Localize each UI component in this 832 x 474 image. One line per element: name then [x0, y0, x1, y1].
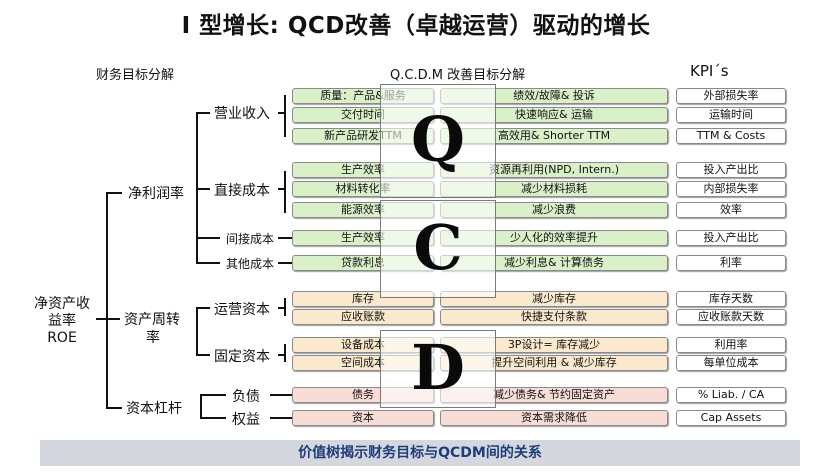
- root-bracket-line: [106, 192, 108, 408]
- level2-direct-cost: 直接成本: [214, 183, 270, 199]
- level2-indirect-cost: 间接成本: [226, 232, 275, 246]
- equity-box-connector: [270, 417, 292, 419]
- net-profit-bracket-mid2: [196, 237, 220, 239]
- header-qcdm: Q.C.D.M 改善目标分解: [390, 68, 526, 83]
- level1-net-profit: 净利润率: [128, 186, 184, 202]
- root-connector: [96, 318, 106, 320]
- row-13-right: 减少债务& 节约固定资产: [440, 387, 668, 403]
- leverage-bracket-bottom: [200, 417, 226, 419]
- asset-bracket-top: [196, 307, 210, 309]
- root-line-1: 净资产收: [34, 296, 90, 312]
- row-11-kpi: 利用率: [676, 337, 786, 353]
- row-10-right: 快捷支付条款: [440, 309, 668, 325]
- page-title: I 型增长: QCD改善（卓越运营）驱动的增长: [181, 13, 651, 39]
- header-kpi: KPI´s: [690, 62, 729, 80]
- level2-other-cost: 其他成本: [226, 257, 275, 271]
- row-10-kpi: 应收账款天数: [676, 309, 786, 325]
- row-11-right: 3P设计= 库存减少: [440, 337, 668, 353]
- leverage-bracket-top: [200, 394, 226, 396]
- c-overlay-panel: C: [380, 200, 496, 298]
- fixed-box-connector: [278, 354, 284, 356]
- level2-working-capital: 运营资本: [214, 302, 270, 318]
- q-overlay-panel: Q: [380, 84, 496, 198]
- level2-revenue: 营业收入: [214, 106, 270, 122]
- net-profit-bracket-bottom: [196, 262, 220, 264]
- row-6-right: 减少浪费: [440, 202, 668, 218]
- asset-bracket-bottom: [196, 354, 210, 356]
- row-14-right: 资本需求降低: [440, 410, 668, 426]
- revenue-box-bracket: [284, 95, 286, 137]
- d-letter: D: [411, 331, 465, 404]
- direct-box-bracket: [284, 171, 286, 213]
- level2-equity: 权益: [232, 412, 260, 428]
- row-2-right: 快速响应& 运输: [440, 107, 668, 123]
- root-line-3: ROE: [47, 330, 77, 346]
- net-profit-bracket-line: [196, 112, 198, 262]
- row-12-kpi: 每单位成本: [676, 355, 786, 371]
- revenue-box-connector: [278, 112, 284, 114]
- asset-bracket-line: [196, 307, 198, 355]
- root-bracket-mid: [106, 318, 120, 320]
- row-12-right: 提升空间利用 & 减少库存: [440, 355, 668, 371]
- row-10-left: 应收账款: [292, 309, 434, 325]
- row-1-right: 绩效/故障& 投诉: [440, 88, 668, 104]
- row-5-kpi: 内部损失率: [676, 181, 786, 197]
- level2-fixed-capital: 固定资本: [214, 349, 270, 365]
- working-box-connector: [278, 307, 284, 309]
- row-13-kpi: % Liab. / CA: [676, 387, 786, 403]
- fixed-box-bracket: [284, 344, 286, 362]
- row-4-kpi: 投入产出比: [676, 162, 786, 178]
- net-profit-bracket-top: [196, 112, 210, 114]
- row-7-kpi: 投入产出比: [676, 230, 786, 246]
- row-14-kpi: Cap Assets: [676, 410, 786, 426]
- direct-box-connector: [278, 188, 284, 190]
- level1-asset-turnover-2: 率: [146, 330, 160, 346]
- row-6-kpi: 效率: [676, 202, 786, 218]
- d-overlay-panel: D: [380, 330, 496, 408]
- level2-liability: 负债: [232, 389, 260, 405]
- root-roe: 净资产收 益率 ROE: [22, 296, 102, 347]
- net-profit-bracket-mid1: [196, 188, 210, 190]
- other-box-connector: [278, 262, 292, 264]
- row-9-right: 减少库存: [440, 291, 668, 307]
- root-line-2: 益率: [48, 313, 76, 329]
- indirect-box-connector: [278, 237, 292, 239]
- footer-banner: 价值树揭示财务目标与QCDM间的关系: [40, 440, 800, 466]
- leverage-bracket-line: [200, 394, 202, 418]
- root-bracket-top: [106, 192, 122, 194]
- row-7-right: 少人化的效率提升: [440, 230, 668, 246]
- working-box-bracket: [284, 298, 286, 316]
- level1-asset-turnover: 资产周转: [124, 312, 180, 328]
- row-8-right: 减少利息& 计算债务: [440, 255, 668, 271]
- liability-box-connector: [270, 394, 292, 396]
- header-finance: 财务目标分解: [96, 68, 175, 83]
- row-14-left: 资本: [292, 410, 434, 426]
- row-9-kpi: 库存天数: [676, 291, 786, 307]
- row-4-right: 资源再利用(NPD, Intern.): [440, 162, 668, 178]
- level1-leverage: 资本杠杆: [126, 401, 182, 417]
- row-1-kpi: 外部损失率: [676, 88, 786, 104]
- q-letter: Q: [410, 103, 465, 176]
- c-letter: C: [413, 211, 463, 284]
- row-3-kpi: TTM & Costs: [676, 128, 786, 144]
- row-2-kpi: 运输时间: [676, 107, 786, 123]
- row-8-kpi: 利率: [676, 255, 786, 271]
- root-bracket-bottom: [106, 407, 122, 409]
- row-3-right: 高效用& Shorter TTM: [440, 128, 668, 144]
